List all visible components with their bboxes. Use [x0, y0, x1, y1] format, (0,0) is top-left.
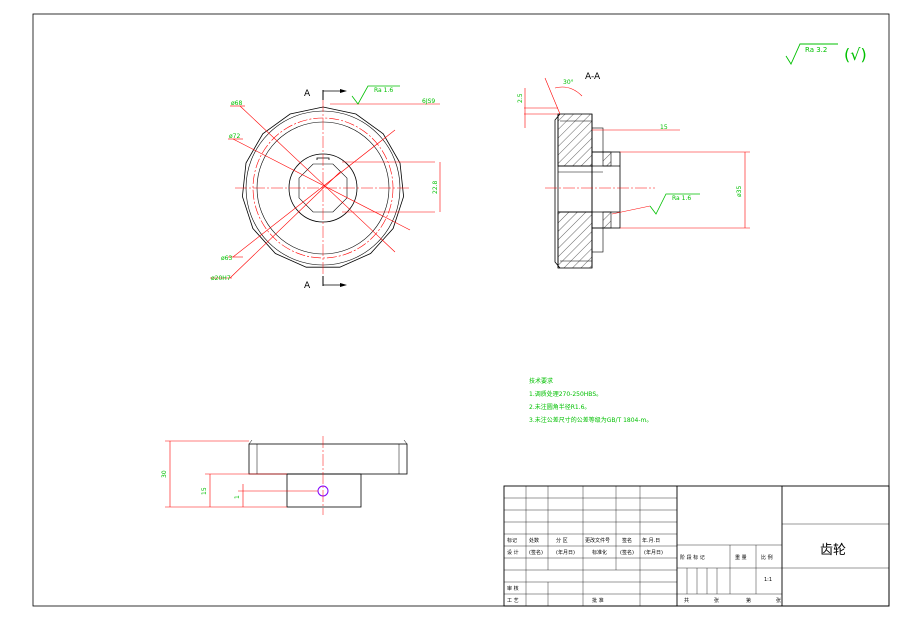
section-view: A-A: [517, 72, 750, 269]
section-roughness-label: Ra 1.6: [672, 195, 691, 202]
dim-small: 1: [234, 495, 241, 499]
tech-note-2: 2.未注圆角半径R1.6。: [529, 404, 591, 411]
tech-note-3: 3.未注公差尺寸的公差等级为GB/T 1804-m。: [529, 417, 653, 424]
tb-header-date: 年.月.日: [642, 538, 661, 544]
dim-d20: ø20H7: [211, 275, 231, 282]
tb-sheet-no: 第: [746, 598, 752, 604]
general-roughness-suffix: (√): [844, 45, 867, 64]
dim-height-total: 30: [161, 470, 168, 478]
tech-notes-title: 技术要求: [529, 378, 554, 385]
tb-review: 审 核: [507, 586, 519, 592]
general-roughness-symbol: Ra 3.2 (√): [785, 43, 867, 65]
tech-note-1: 1.调质处理270-250HBS。: [529, 391, 603, 398]
side-view: 30 15 1: [161, 436, 408, 515]
front-view: A A Ra 1.6 ø68 ø72 ø63 ø20H7 6JS9 22.8: [210, 85, 441, 291]
dim-d68: ø68: [231, 100, 242, 107]
tb-header-mark: 标记: [507, 538, 518, 544]
dim-height-hub: 15: [201, 487, 208, 495]
tb-standard-sign: (签名): [620, 550, 634, 556]
tb-standard-date: (年月日): [644, 550, 663, 556]
title-block: [503, 485, 890, 607]
tb-design-sign: (签名): [529, 550, 543, 556]
tb-header-sign: 签名: [622, 538, 633, 544]
dim-d63: ø63: [221, 255, 232, 262]
section-marker-bottom: A: [304, 281, 311, 291]
tb-header-change: 更改文件号: [585, 538, 611, 544]
tb-approve: 批 准: [592, 598, 604, 604]
dim-keyway-tol: 6JS9: [422, 98, 435, 105]
dim-hub-dia: ø35: [736, 186, 743, 197]
tb-standard: 标准化: [592, 550, 608, 556]
general-roughness-label: Ra 3.2: [805, 46, 827, 54]
tb-header-count: 处数: [529, 538, 540, 544]
tb-ratio: 比 例: [761, 555, 773, 561]
tb-weight: 重 量: [735, 555, 747, 561]
section-title: A-A: [585, 72, 601, 82]
dim-hub-step: 15: [660, 124, 668, 131]
bore-roughness-label: Ra 1.6: [374, 87, 393, 94]
dim-chamfer-angle: 30°: [563, 79, 574, 86]
bore-polygon: [298, 163, 348, 213]
tb-header-zone: 分 区: [556, 538, 568, 544]
dim-d72: ø72: [229, 133, 240, 140]
dim-chamfer-len: 2.5: [517, 93, 524, 103]
tb-stage: 阶 段 标 记: [680, 555, 705, 561]
section-marker-top: A: [304, 89, 311, 99]
part-name: 齿轮: [820, 543, 847, 558]
drawing-frame: [32, 13, 890, 607]
tb-process: 工 艺: [507, 598, 519, 604]
tb-scale: 1:1: [764, 577, 773, 583]
tb-sheet-no-unit: 张: [776, 598, 782, 604]
tb-design: 设 计: [507, 550, 519, 556]
tb-sheet-total: 共: [684, 598, 690, 604]
tb-design-date: (年月日): [556, 550, 575, 556]
dim-keyway-depth: 22.8: [432, 180, 439, 194]
tb-sheet-total-unit: 张: [714, 598, 720, 604]
